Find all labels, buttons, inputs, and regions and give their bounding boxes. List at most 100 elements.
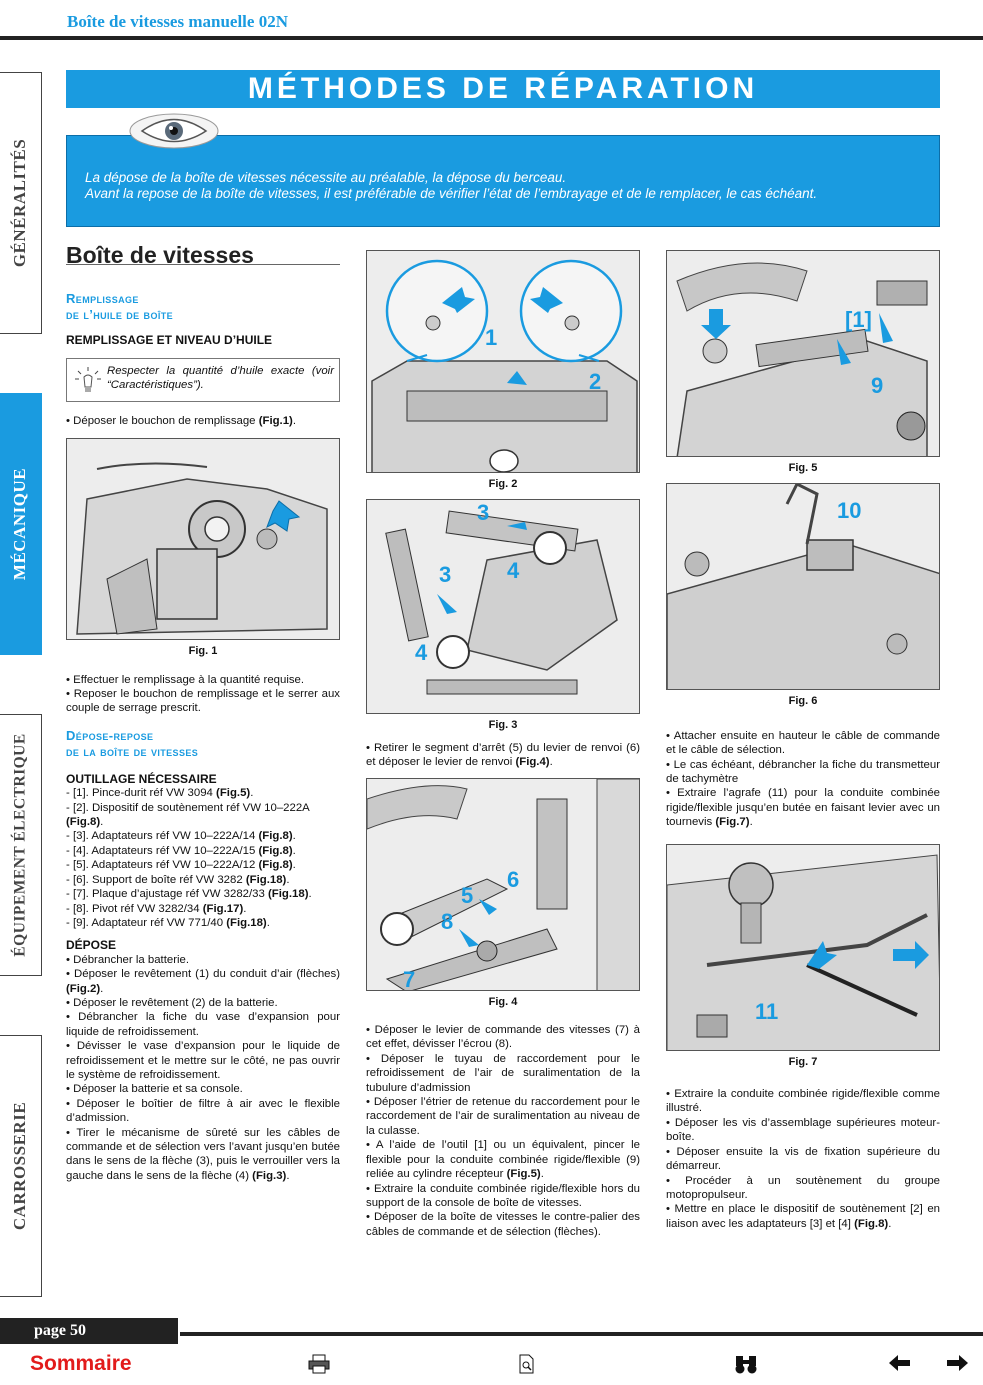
section-title: Boîte de vitesses [66,243,340,267]
depose-list: • Débrancher la batterie. • Déposer le re… [66,953,340,1184]
tools-list: - [1]. Pince-durit réf VW 3094 (Fig.5).-… [66,786,340,930]
list-item: - [7]. Plaque d’ajustage réf VW 3282/33 … [66,888,312,901]
figure-6-caption: Fig. 6 [788,695,818,708]
list-item: • Le cas échéant, débrancher la fiche du… [666,758,940,786]
paragraph-fig4-ref: • Retirer le segment d’arrêt (5) du levi… [366,741,640,769]
list-item: • Attacher ensuite en hauteur le câble d… [666,729,940,757]
binoculars-icon[interactable] [734,1354,758,1380]
paragraph: • Reposer le bouchon de remplissage et l… [66,688,340,715]
footer-rule [180,1332,983,1336]
figure-2-caption: Fig. 2 [488,478,518,490]
list-item: • Déposer le revêtement (1) du conduit d… [66,968,340,995]
figure-4-label: 7 [403,967,415,991]
list-item: • Déposer le boîtier de filtre à air ave… [66,1097,340,1125]
figure-3-label: 4 [507,558,520,583]
column-2: 1 2 Fig. 2 3 4 3 4 Fig. 3 • Retirer le s… [366,250,640,1239]
running-header: Boîte de vitesses manuelle 02N [67,12,288,31]
tip-text: Respecter la quantité d’huile exacte (vo… [107,364,334,392]
figure-6-label: 10 [837,498,861,523]
side-tab-generalites[interactable]: GÉNÉRALITÉS [0,72,42,334]
figure-7-drawing: 11 [667,844,939,1050]
list-item: - [4]. Adaptateurs réf VW 10–222A/15 (Fi… [66,844,296,857]
paragraph: • Effectuer le remplissage à la quantité… [66,673,305,686]
figure-4-label: 5 [461,883,473,908]
list-item: • Déposer les vis d’assemblage supérieur… [666,1116,940,1144]
list-item: • Extraire la conduite combinée rigide/f… [666,1088,940,1115]
figure-5-label: [1] [845,307,872,332]
figure-5-label: 9 [871,373,883,398]
figure-7: 11 [666,843,940,1051]
figure-1-drawing [67,439,339,640]
zoom-icon[interactable] [518,1354,536,1380]
figure-5: [1] 9 [666,250,940,457]
list-item: • Extraire l’agrafe (11) pour la conduit… [666,787,940,829]
paragraph-fig1-ref: • Déposer le bouchon de remplissage (Fig… [66,414,297,427]
subhead-remplissage: Remplissage de l’huile de boîte [66,291,174,323]
figure-2-label: 1 [485,325,497,350]
list-item: - [2]. Dispositif de soutènement réf VW … [66,801,310,829]
arrow-left-icon[interactable] [889,1354,911,1378]
figure-4-caption: Fig. 4 [488,995,518,1008]
col3-paragraphs-1: • Attacher ensuite en hauteur le câble d… [666,729,940,830]
figure-3-label: 3 [477,500,489,525]
list-item: - [9]. Adaptateur réf VW 771/40 (Fig.18)… [66,916,270,929]
section-banner: MÉTHODES DE RÉPARATION [66,70,940,108]
list-item: • Déposer le tuyau de raccordement pour … [366,1052,640,1094]
list-item: • Déposer ensuite la vis de fixation sup… [666,1145,940,1173]
list-item: • Déposer le levier de commande des vite… [366,1024,640,1051]
figure-3-drawing: 3 4 3 4 [367,500,639,714]
col2-paragraphs: • Déposer le levier de commande des vite… [366,1023,640,1239]
figure-3-caption: Fig. 3 [488,719,518,732]
subhead-depose-repose: Dépose-repose de la boîte de vitesses [66,727,199,759]
head-outillage: OUTILLAGE NÉCESSAIRE [66,771,217,786]
head-remplissage-niveau: REMPLISSAGE ET NIVEAU D’HUILE [66,333,273,348]
figure-5-drawing: [1] 9 [667,251,939,456]
side-tab-equipement-electrique[interactable]: ÉQUIPEMENT ÉLECTRIQUE [0,714,42,976]
figure-7-label: 11 [755,999,778,1024]
eye-icon [129,113,219,149]
list-item: • A l’aide de l’outil [1] ou un équivale… [366,1139,640,1181]
list-item: • Procéder à un soutènement du groupe mo… [666,1174,940,1201]
note-box: La dépose de la boîte de vitesses nécess… [66,135,940,227]
sommaire-link[interactable]: Sommaire [30,1352,132,1375]
printer-icon[interactable] [308,1354,330,1380]
column-3: [1] 9 Fig. 5 10 Fig. 6 • Attacher ensuit… [666,250,940,1231]
col3-paragraphs-2: • Extraire la conduite combinée rigide/f… [666,1087,940,1231]
list-item: • Extraire la conduite combinée rigide/f… [366,1182,640,1209]
list-item: • Dévisser le vase d’expansion pour le l… [66,1040,340,1081]
list-item: - [6]. Support de boîte réf VW 3282 (Fig… [66,873,290,886]
head-depose: DÉPOSE [66,938,117,953]
arrow-right-icon[interactable] [946,1354,968,1378]
figure-1-caption: Fig. 1 [188,645,218,658]
list-item: • Déposer la batterie et sa console. [66,1083,243,1096]
list-item: • Déposer de la boîte de vitesses le con… [366,1211,640,1238]
list-item: - [8]. Pivot réf VW 3282/34 (Fig.17). [66,902,247,915]
figure-6-drawing: 10 [667,484,939,690]
figure-3-label: 4 [415,640,428,665]
side-tab-mecanique[interactable]: MÉCANIQUE [0,393,42,655]
figure-4: 6 5 8 7 [366,777,640,991]
list-item: • Déposer le revêtement (2) de la batter… [66,996,278,1009]
side-tab-carrosserie[interactable]: CARROSSERIE [0,1035,42,1297]
figure-4-drawing: 6 5 8 7 [367,778,639,991]
list-item: - [5]. Adaptateurs réf VW 10–222A/12 (Fi… [66,859,296,872]
note-line-2: Avant la repose de la boîte de vitesses,… [85,186,818,201]
list-item: • Tirer le mécanisme de sûreté sur les c… [66,1126,340,1182]
list-item: - [1]. Pince-durit réf VW 3094 (Fig.5). [66,787,254,800]
figure-2: 1 2 [366,250,640,473]
list-item: • Mettre en place le dispositif de soutè… [666,1203,940,1230]
list-item: • Débrancher la fiche du vase d’expansio… [66,1011,340,1038]
tip-box: Respecter la quantité d’huile exacte (vo… [66,357,340,402]
note-line-1: La dépose de la boîte de vitesses nécess… [85,170,567,185]
figure-2-drawing: 1 2 [367,251,639,472]
figure-4-label: 8 [441,909,453,934]
header-rule [0,36,983,40]
figure-5-caption: Fig. 5 [788,462,818,474]
figure-2-label: 2 [589,369,601,394]
figure-6: 10 [666,483,940,691]
figure-3-label: 3 [439,562,451,587]
figure-1 [66,438,340,641]
figure-3: 3 4 3 4 [366,499,640,715]
list-item: • Débrancher la batterie. [66,953,190,966]
figure-4-label: 6 [507,867,519,892]
